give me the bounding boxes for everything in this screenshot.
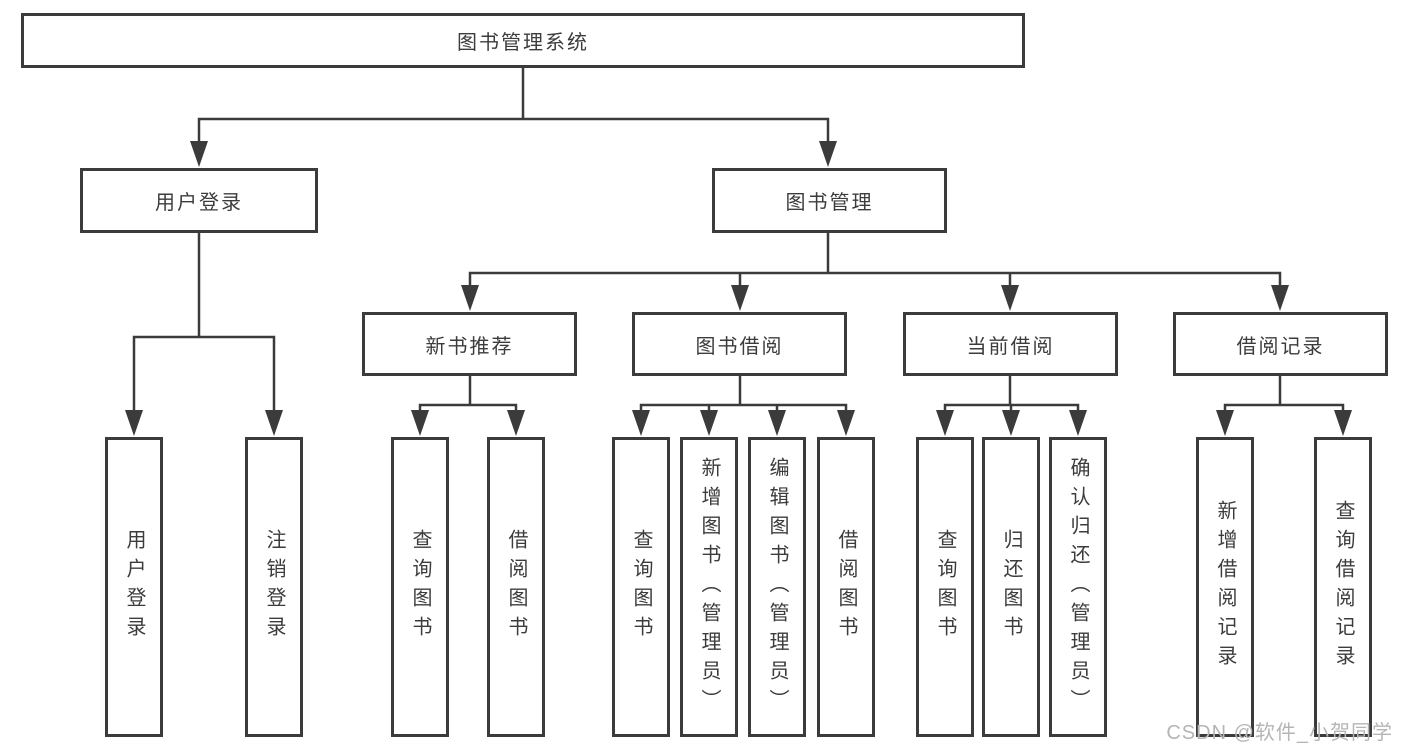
leaf-borrowing-add-book-admin-label: 新增图书（管理员）	[698, 456, 720, 718]
leaf-borrowing-add-book-admin: 新增图书（管理员）	[680, 437, 738, 737]
leaf-current-confirm-return-admin-label: 确认归还（管理员）	[1067, 456, 1089, 718]
node-user-login-label: 用户登录	[155, 192, 243, 214]
leaf-borrowing-edit-book-admin-label: 编辑图书（管理员）	[766, 456, 788, 718]
leaf-records-query-record-label: 查询借阅记录	[1332, 500, 1354, 674]
leaf-borrowing-borrow-book-label: 借阅图书	[835, 529, 857, 645]
node-user-login: 用户登录	[80, 168, 318, 233]
leaf-records-add-record: 新增借阅记录	[1196, 437, 1254, 737]
node-new-book-recommend-label: 新书推荐	[425, 335, 514, 358]
leaf-logout: 注销登录	[245, 437, 303, 737]
node-book-borrowing-label: 图书借阅	[695, 335, 784, 358]
node-current-borrowing: 当前借阅	[903, 312, 1118, 376]
leaf-current-return-book: 归还图书	[982, 437, 1040, 737]
node-new-book-recommend: 新书推荐	[362, 312, 577, 376]
leaf-current-query-book: 查询图书	[916, 437, 974, 737]
leaf-newbooks-borrow-book: 借阅图书	[487, 437, 545, 737]
leaf-user-login-label: 用户登录	[123, 529, 145, 645]
leaf-borrowing-query-book: 查询图书	[612, 437, 670, 737]
node-current-borrowing-label: 当前借阅	[966, 335, 1055, 358]
node-book-management-label: 图书管理	[785, 192, 874, 214]
node-book-borrowing: 图书借阅	[632, 312, 847, 376]
node-root: 图书管理系统	[21, 13, 1025, 68]
leaf-user-login: 用户登录	[105, 437, 163, 737]
watermark: CSDN @软件_小贺同学	[1166, 722, 1393, 744]
node-book-management: 图书管理	[712, 168, 947, 233]
leaf-current-confirm-return-admin: 确认归还（管理员）	[1049, 437, 1107, 737]
leaf-records-add-record-label: 新增借阅记录	[1214, 500, 1236, 674]
leaf-logout-label: 注销登录	[263, 529, 285, 645]
leaf-current-query-book-label: 查询图书	[934, 529, 956, 645]
leaf-newbooks-borrow-book-label: 借阅图书	[505, 529, 527, 645]
node-borrow-records: 借阅记录	[1173, 312, 1388, 376]
leaf-newbooks-query-book-label: 查询图书	[409, 529, 431, 645]
node-root-label: 图书管理系统	[457, 32, 589, 54]
leaf-borrowing-borrow-book: 借阅图书	[817, 437, 875, 737]
leaf-records-query-record: 查询借阅记录	[1314, 437, 1372, 737]
leaf-current-return-book-label: 归还图书	[1000, 529, 1022, 645]
leaf-borrowing-edit-book-admin: 编辑图书（管理员）	[748, 437, 806, 737]
leaf-borrowing-query-book-label: 查询图书	[630, 529, 652, 645]
leaf-newbooks-query-book: 查询图书	[391, 437, 449, 737]
node-borrow-records-label: 借阅记录	[1236, 335, 1325, 358]
